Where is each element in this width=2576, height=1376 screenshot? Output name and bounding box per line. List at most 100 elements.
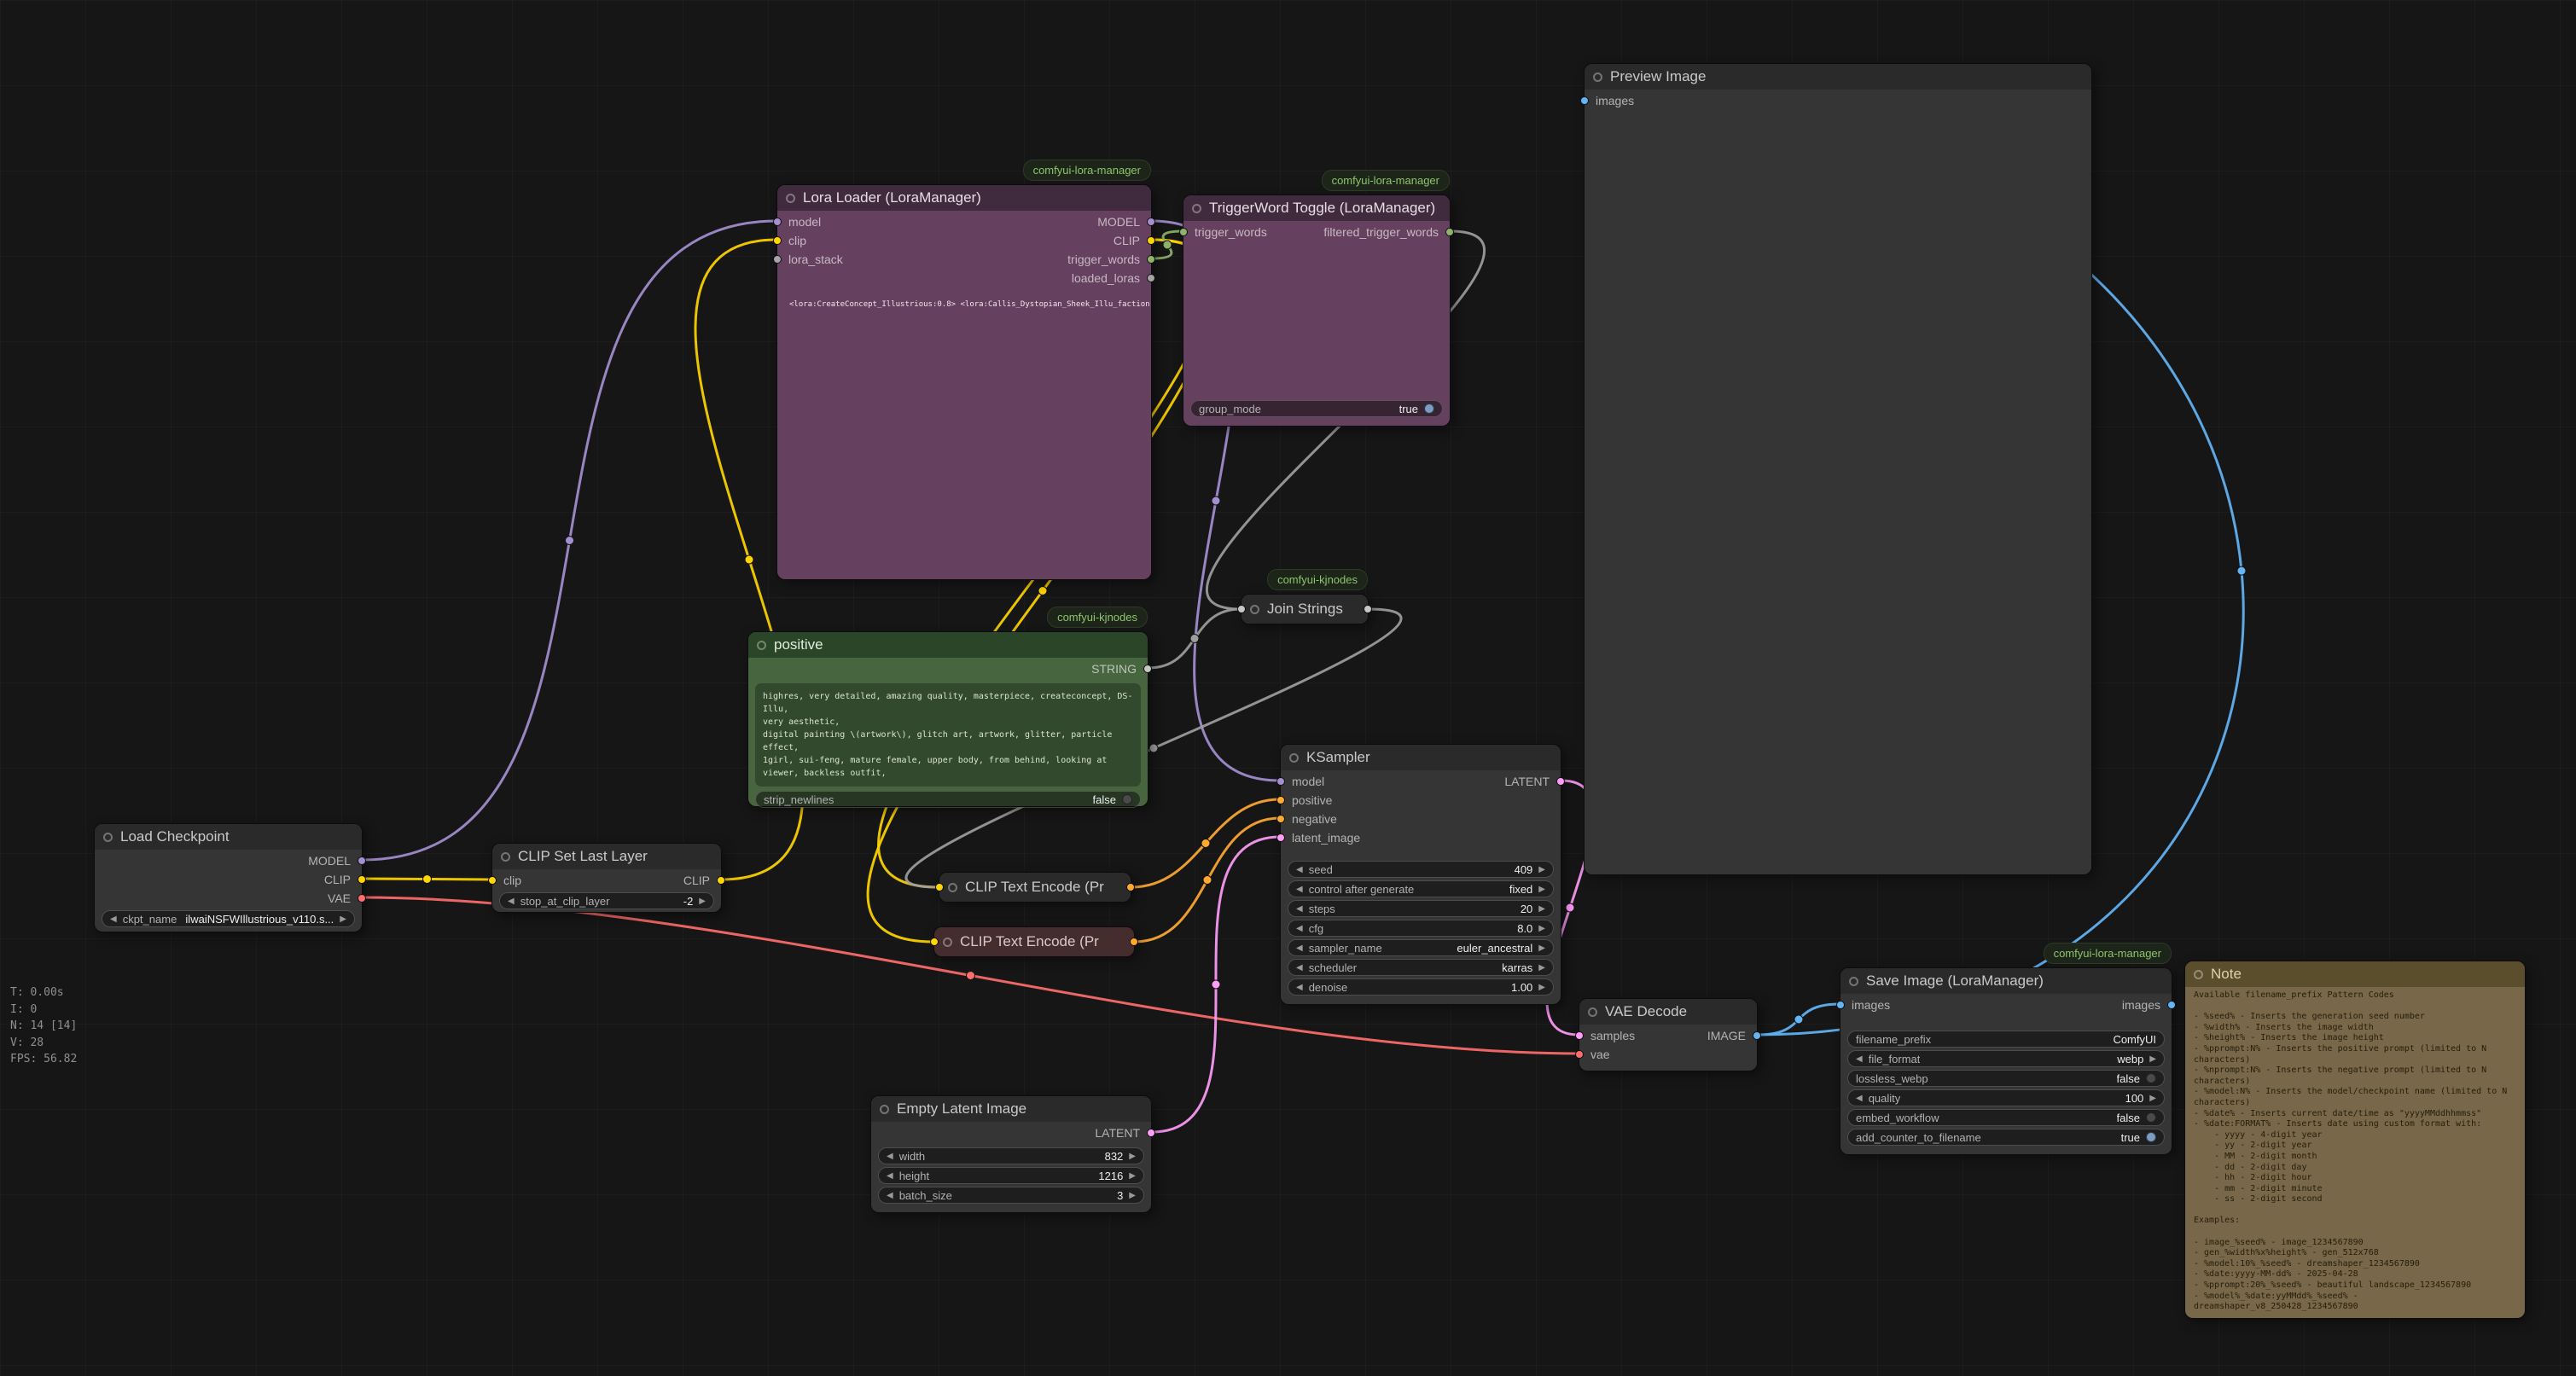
decrement-arrow-icon[interactable]: ◀ (1296, 903, 1303, 914)
input-port-images[interactable] (1580, 96, 1589, 105)
input-port-model[interactable] (1276, 777, 1285, 786)
lora-text[interactable]: <lora:CreateConcept_Illustrious:0.8> <lo… (789, 300, 1151, 309)
input-port-samples[interactable] (1575, 1031, 1584, 1040)
node-title-bar[interactable]: CLIP Text Encode (Pr (934, 927, 1134, 956)
collapse-toggle-icon[interactable] (2194, 969, 2203, 979)
note-text[interactable]: Available filename_prefix Pattern Codes … (2194, 990, 2508, 1311)
node-title-bar[interactable]: Preview Image (1585, 64, 2091, 90)
input-port-negative[interactable] (1276, 815, 1285, 823)
node-title-bar[interactable]: KSampler (1281, 745, 1561, 770)
input-port-vae[interactable] (1575, 1050, 1584, 1059)
node-title-bar[interactable]: VAE Decode (1579, 999, 1757, 1025)
collapse-toggle-icon[interactable] (501, 851, 510, 862)
output-port-STRING[interactable] (1143, 665, 1152, 673)
output-port-CLIP[interactable] (1147, 236, 1155, 245)
collapsed-output-port[interactable] (1364, 605, 1372, 613)
toggle-indicator[interactable] (2146, 1073, 2156, 1083)
output-port-MODEL[interactable] (358, 856, 366, 865)
node-title-bar[interactable]: CLIP Set Last Layer (492, 844, 721, 869)
increment-arrow-icon[interactable]: ▶ (340, 914, 346, 924)
output-port-LATENT[interactable] (1556, 777, 1565, 786)
collapse-toggle-icon[interactable] (1849, 976, 1858, 986)
input-port-positive[interactable] (1276, 796, 1285, 804)
decrement-arrow-icon[interactable]: ◀ (1296, 982, 1303, 992)
input-port-images[interactable] (1836, 1001, 1845, 1009)
increment-arrow-icon[interactable]: ▶ (1538, 864, 1545, 874)
output-port-filtered_trigger_words[interactable] (1445, 228, 1454, 236)
input-port-lora_stack[interactable] (773, 255, 782, 264)
node-title-bar[interactable]: Load Checkpoint (95, 824, 362, 850)
output-port-VAE[interactable] (358, 894, 366, 903)
decrement-arrow-icon[interactable]: ◀ (1296, 923, 1303, 933)
collapse-toggle-icon[interactable] (103, 832, 113, 842)
node-title-bar[interactable]: Empty Latent Image (871, 1096, 1151, 1122)
collapse-toggle-icon[interactable] (1192, 203, 1201, 213)
node-title-bar[interactable]: Save Image (LoraManager) (1840, 968, 2172, 994)
output-port-trigger_words[interactable] (1147, 255, 1155, 264)
collapse-toggle-icon[interactable] (786, 193, 795, 203)
output-port-MODEL[interactable] (1147, 218, 1155, 226)
toggle-indicator[interactable] (2146, 1112, 2156, 1123)
output-port-CLIP[interactable] (717, 876, 725, 885)
node-title-bar[interactable]: Note (2185, 961, 2525, 987)
input-port-clip[interactable] (773, 236, 782, 245)
node-title-bar[interactable]: Join Strings (1241, 595, 1368, 624)
prompt-textarea[interactable]: highres, very detailed, amazing quality,… (755, 683, 1141, 787)
increment-arrow-icon[interactable]: ▶ (1129, 1190, 1136, 1200)
output-port-images[interactable] (2167, 1001, 2176, 1009)
input-port-trigger_words[interactable] (1179, 228, 1188, 236)
increment-arrow-icon[interactable]: ▶ (1538, 943, 1545, 953)
node-clip-encode-neg[interactable]: CLIP Text Encode (Pr (930, 926, 1138, 957)
node-clip-encode-pos[interactable]: CLIP Text Encode (Pr (935, 872, 1135, 903)
collapse-toggle-icon[interactable] (1289, 752, 1299, 763)
increment-arrow-icon[interactable]: ▶ (1538, 923, 1545, 933)
decrement-arrow-icon[interactable]: ◀ (1296, 864, 1303, 874)
decrement-arrow-icon[interactable]: ◀ (1296, 962, 1303, 972)
collapse-toggle-icon[interactable] (880, 1104, 889, 1114)
increment-arrow-icon[interactable]: ▶ (1538, 962, 1545, 972)
decrement-arrow-icon[interactable]: ◀ (887, 1151, 893, 1161)
node-title-bar[interactable]: positive (748, 632, 1148, 658)
toggle-indicator[interactable] (1122, 794, 1132, 804)
output-port-CLIP[interactable] (358, 875, 366, 884)
increment-arrow-icon[interactable]: ▶ (1538, 982, 1545, 992)
decrement-arrow-icon[interactable]: ◀ (1856, 1054, 1863, 1064)
decrement-arrow-icon[interactable]: ◀ (1296, 943, 1303, 953)
collapse-toggle-icon[interactable] (1250, 604, 1259, 614)
toggle-indicator[interactable] (1424, 404, 1434, 414)
decrement-arrow-icon[interactable]: ◀ (508, 896, 515, 906)
output-port-IMAGE[interactable] (1753, 1031, 1761, 1040)
increment-arrow-icon[interactable]: ▶ (1538, 884, 1545, 894)
node-title-bar[interactable]: CLIP Text Encode (Pr (939, 873, 1131, 902)
increment-arrow-icon[interactable]: ▶ (1129, 1151, 1136, 1161)
increment-arrow-icon[interactable]: ▶ (699, 896, 706, 906)
collapsed-output-port[interactable] (1130, 938, 1138, 946)
decrement-arrow-icon[interactable]: ◀ (1296, 884, 1303, 894)
